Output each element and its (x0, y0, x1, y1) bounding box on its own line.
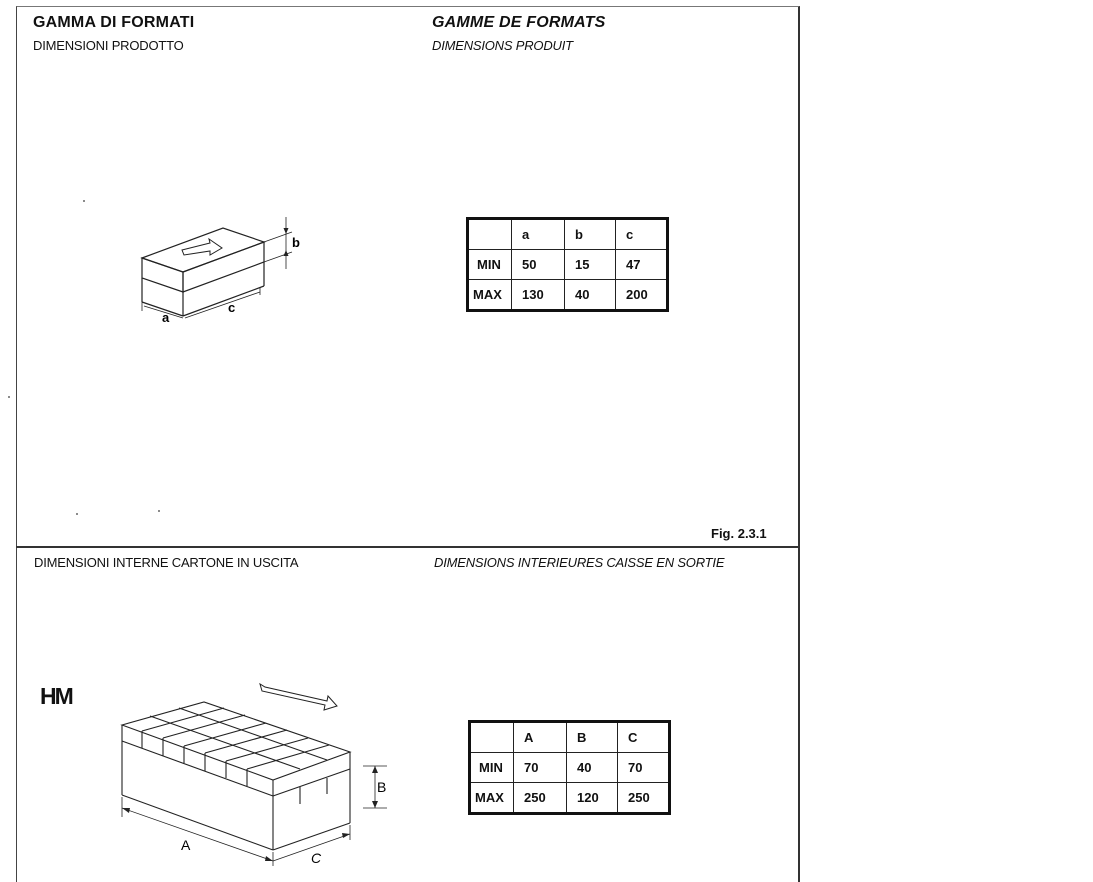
table-row-label: MIN (467, 249, 512, 280)
table-cell: 130 (511, 279, 565, 311)
page-frame (16, 6, 800, 882)
table-header-cell: b (564, 218, 616, 250)
figure-label: Fig. 2.3.1 (711, 526, 767, 541)
subtitle-french: DIMENSIONS PRODUIT (432, 38, 573, 53)
dim-label-a: a (162, 310, 170, 325)
table-header-row: A B C (469, 721, 670, 753)
section-divider (16, 546, 799, 548)
subtitle2-italian: DIMENSIONI INTERNE CARTONE IN USCITA (34, 555, 299, 570)
dim-label-C: C (311, 850, 322, 866)
table-row: MAX 250 120 250 (469, 782, 670, 814)
table-corner-cell (469, 721, 514, 753)
table-cell: 15 (564, 249, 616, 280)
box-front-face (141, 257, 184, 293)
subtitle2-french: DIMENSIONS INTERIEURES CAISSE EN SORTIE (434, 555, 725, 570)
dim-label-B: B (377, 779, 386, 795)
table-cell: 50 (511, 249, 565, 280)
carton-dimension-diagram: B A C (120, 682, 387, 866)
table-cell: 200 (615, 279, 668, 311)
table-cell: 40 (564, 279, 616, 311)
table-cell: 70 (617, 752, 670, 783)
table-cell: 47 (615, 249, 668, 280)
product-dimensions-table: a b c MIN 50 15 47 MAX 130 40 200 (466, 217, 669, 312)
box-side-face (182, 241, 265, 293)
table-cell: 250 (617, 782, 670, 814)
table-cell: 120 (566, 782, 618, 814)
table-cell: 40 (566, 752, 618, 783)
model-label: HM (40, 683, 74, 709)
box-top-face (140, 227, 266, 273)
table-row-label: MAX (467, 279, 512, 311)
scan-speck (8, 396, 10, 398)
table-header-cell: B (566, 721, 618, 753)
scan-speck (158, 510, 160, 512)
dim-label-b: b (292, 235, 300, 250)
table-header-cell: A (513, 721, 567, 753)
table-header-row: a b c (467, 218, 668, 250)
table-row: MIN 50 15 47 (467, 249, 668, 280)
product-dimension-diagram: b a c (140, 217, 300, 325)
table-cell: 70 (513, 752, 567, 783)
dim-label-c: c (228, 300, 235, 315)
title-italian: GAMMA DI FORMATI (33, 14, 195, 31)
direction-arrow-icon (181, 237, 223, 256)
table-row-label: MIN (469, 752, 514, 783)
table-row: MIN 70 40 70 (469, 752, 670, 783)
table-row-label: MAX (469, 782, 514, 814)
carton-top-face (120, 701, 352, 781)
table-row: MAX 130 40 200 (467, 279, 668, 311)
direction-arrow-icon (259, 682, 338, 711)
table-header-cell: c (615, 218, 668, 250)
table-header-cell: C (617, 721, 670, 753)
title-french: GAMME DE FORMATS (432, 14, 606, 31)
dim-label-A: A (181, 837, 191, 853)
table-cell: 250 (513, 782, 567, 814)
carton-dimensions-table: A B C MIN 70 40 70 MAX 250 120 250 (468, 720, 671, 815)
subtitle-italian: DIMENSIONI PRODOTTO (33, 38, 184, 53)
scan-speck (76, 513, 78, 515)
table-header-cell: a (511, 218, 565, 250)
scan-speck (83, 200, 85, 202)
table-corner-cell (467, 218, 512, 250)
